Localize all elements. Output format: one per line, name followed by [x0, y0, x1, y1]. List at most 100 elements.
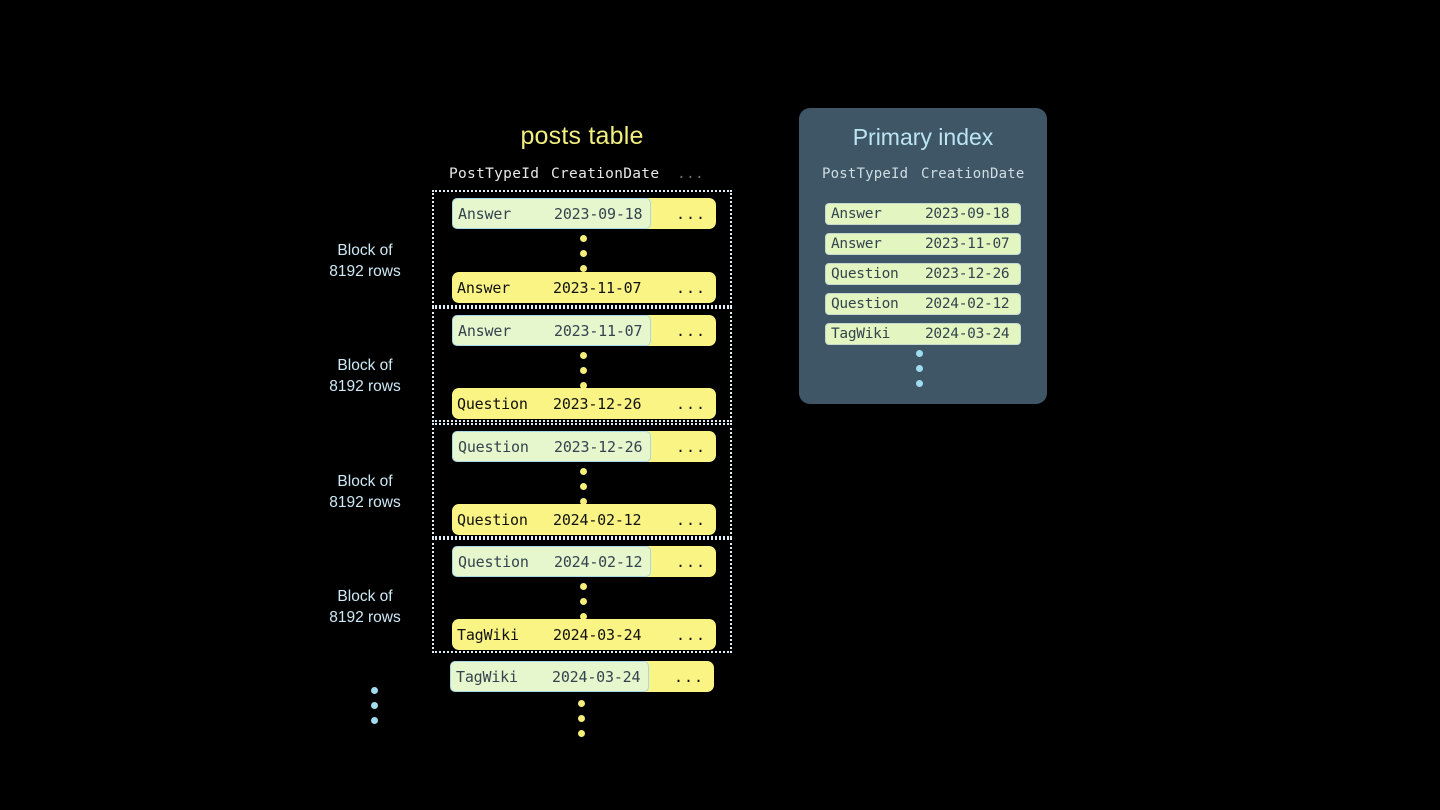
cell-posttypeid: Question	[458, 552, 529, 571]
index-row: Question 2024-02-12	[825, 293, 1021, 315]
cell-more: ...	[676, 625, 707, 644]
table-row: TagWiki 2024-03-24 ...	[452, 619, 716, 650]
table-block-2: Answer 2023-11-07 ... Question 2023-12-2…	[432, 307, 732, 422]
table-row: Question 2024-02-12 ...	[452, 504, 716, 535]
cell-posttypeid: TagWiki	[457, 625, 519, 644]
dot	[580, 613, 587, 620]
block-label-3: Block of 8192 rows	[310, 471, 420, 513]
primary-index-row-list: Answer 2023-09-18 Answer 2023-11-07 Ques…	[825, 203, 1021, 353]
primary-index-ellipsis-dots	[916, 350, 923, 387]
cell-creationdate: 2023-09-18	[554, 204, 643, 223]
column-header-more: ...	[677, 166, 705, 182]
column-header-creationdate: CreationDate	[551, 166, 660, 182]
cell-more: ...	[676, 204, 707, 223]
table-row: Answer 2023-09-18 ...	[452, 198, 716, 229]
dot	[580, 250, 587, 257]
table-row: Answer 2023-11-07 ...	[452, 272, 716, 303]
cell-posttypeid: Answer	[457, 278, 510, 297]
dot	[916, 365, 923, 372]
index-column-header-creationdate: CreationDate	[921, 166, 1025, 182]
dot	[580, 468, 587, 475]
block-label-1-line2: 8192 rows	[329, 263, 401, 280]
table-block-3: Question 2023-12-26 ... Question 2024-02…	[432, 423, 732, 538]
cell-more: ...	[676, 394, 707, 413]
column-header-posttypeid: PostTypeId	[449, 166, 540, 182]
cell-posttypeid: Answer	[458, 321, 511, 340]
table-row: Question 2023-12-26 ...	[452, 388, 716, 419]
index-cell-posttypeid: TagWiki	[831, 326, 891, 342]
row-highlight-chip: Question 2023-12-26	[452, 431, 651, 462]
index-cell-creationdate: 2023-11-07	[925, 236, 1010, 252]
dot	[916, 380, 923, 387]
dot	[580, 483, 587, 490]
row-ellipsis-dots	[580, 583, 587, 620]
cell-creationdate: 2023-12-26	[554, 437, 643, 456]
row-highlight-chip: Answer 2023-11-07	[452, 315, 651, 346]
row-ellipsis-dots	[580, 352, 587, 389]
row-ellipsis-dots	[580, 235, 587, 272]
dot	[371, 687, 378, 694]
table-row: Answer 2023-11-07 ...	[452, 315, 716, 346]
index-cell-creationdate: 2024-03-24	[925, 326, 1010, 342]
index-cell-posttypeid: Answer	[831, 236, 882, 252]
block-label-2-line2: 8192 rows	[329, 378, 401, 395]
row-cells: Question 2024-02-12	[452, 504, 651, 535]
index-row: Answer 2023-09-18	[825, 203, 1021, 225]
cell-creationdate: 2024-03-24	[553, 625, 642, 644]
dot	[580, 598, 587, 605]
cell-posttypeid: Question	[458, 437, 529, 456]
cell-creationdate: 2023-12-26	[553, 394, 642, 413]
dot	[371, 717, 378, 724]
row-highlight-chip: Question 2024-02-12	[452, 546, 651, 577]
cell-creationdate: 2024-02-12	[553, 510, 642, 529]
dot	[578, 715, 585, 722]
block-label-1: Block of 8192 rows	[310, 240, 420, 282]
index-cell-posttypeid: Question	[831, 266, 899, 282]
primary-index-column-headers: PostTypeId CreationDate	[799, 166, 1047, 186]
cell-more: ...	[676, 321, 707, 340]
dot	[580, 583, 587, 590]
block-label-4: Block of 8192 rows	[310, 586, 420, 628]
table-row-trailing: TagWiki 2024-03-24 ...	[450, 661, 714, 692]
block-label-4-line1: Block of	[337, 588, 393, 605]
index-column-header-posttypeid: PostTypeId	[822, 166, 909, 182]
posts-table-column-headers: PostTypeId CreationDate ...	[432, 166, 732, 186]
cell-posttypeid: Answer	[458, 204, 511, 223]
block-trailing-ellipsis-dots	[371, 687, 378, 724]
block-label-3-line2: 8192 rows	[329, 494, 401, 511]
index-cell-creationdate: 2023-09-18	[925, 206, 1010, 222]
row-highlight-chip: TagWiki 2024-03-24	[450, 661, 649, 692]
dot	[580, 265, 587, 272]
cell-creationdate: 2024-03-24	[552, 667, 641, 686]
dot	[580, 352, 587, 359]
cell-more: ...	[674, 667, 705, 686]
cell-creationdate: 2023-11-07	[553, 278, 642, 297]
row-ellipsis-dots	[580, 468, 587, 505]
dot	[578, 730, 585, 737]
index-cell-creationdate: 2024-02-12	[925, 296, 1010, 312]
cell-more: ...	[676, 278, 707, 297]
index-cell-posttypeid: Question	[831, 296, 899, 312]
row-cells: Question 2023-12-26	[452, 388, 651, 419]
dot	[580, 498, 587, 505]
dot	[916, 350, 923, 357]
row-cells: Answer 2023-11-07	[452, 272, 651, 303]
index-cell-posttypeid: Answer	[831, 206, 882, 222]
table-row: Question 2023-12-26 ...	[452, 431, 716, 462]
table-block-4: Question 2024-02-12 ... TagWiki 2024-03-…	[432, 538, 732, 653]
dot	[578, 700, 585, 707]
block-label-2: Block of 8192 rows	[310, 355, 420, 397]
row-cells: TagWiki 2024-03-24	[452, 619, 651, 650]
primary-index-panel: Primary index PostTypeId CreationDate An…	[799, 108, 1047, 404]
dot	[580, 367, 587, 374]
block-label-4-line2: 8192 rows	[329, 609, 401, 626]
cell-creationdate: 2024-02-12	[554, 552, 643, 571]
cell-more: ...	[676, 437, 707, 456]
index-row: Answer 2023-11-07	[825, 233, 1021, 255]
cell-posttypeid: TagWiki	[456, 667, 518, 686]
index-row: TagWiki 2024-03-24	[825, 323, 1021, 345]
cell-posttypeid: Question	[457, 510, 528, 529]
index-cell-creationdate: 2023-12-26	[925, 266, 1010, 282]
dot	[580, 235, 587, 242]
block-label-3-line1: Block of	[337, 473, 393, 490]
